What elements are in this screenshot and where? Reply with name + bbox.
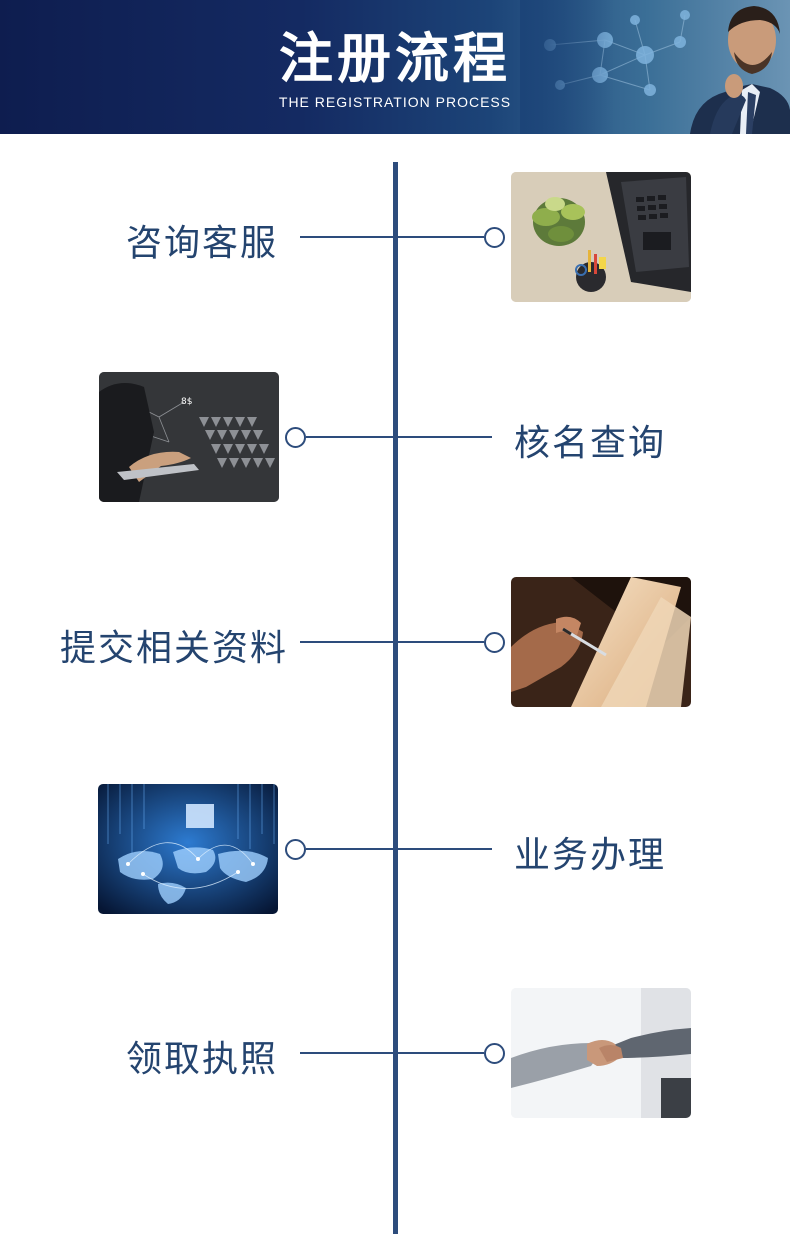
step-label: 咨询客服 [126,223,279,264]
step-label: 核名查询 [514,423,667,464]
step-name-check: 8$ 核名查询 [0,372,790,502]
step-processing: 业务办理 [0,784,790,914]
hand-touching-digital-interface-photo: 8$ [99,372,279,502]
step-label: 提交相关资料 [60,628,289,669]
desk-with-laptop-and-plant-photo [511,172,691,302]
step-connector [306,848,492,850]
timeline-axis [393,162,398,1234]
step-consult: 咨询客服 [0,172,790,302]
step-node [285,427,306,448]
business-network-illustration [520,0,790,134]
header-banner: 注册流程 THE REGISTRATION PROCESS [0,0,790,134]
step-submit-documents: 提交相关资料 [0,577,790,707]
step-label: 业务办理 [514,835,667,876]
hand-signing-documents-photo [511,577,691,707]
step-label: 领取执照 [126,1039,279,1080]
step-connector [306,436,492,438]
page-title: 注册流程 [279,27,511,90]
digital-world-map-network-photo [98,784,278,914]
step-node [484,632,505,653]
step-connector [300,236,484,238]
page-subtitle: THE REGISTRATION PROCESS [278,94,512,110]
step-node [484,1043,505,1064]
step-receive-license: 领取执照 [0,988,790,1118]
step-node [285,839,306,860]
business-handshake-photo [511,988,691,1118]
step-connector [300,1052,484,1054]
step-node [484,227,505,248]
step-connector [300,641,484,643]
svg-text:8$: 8$ [181,397,192,407]
